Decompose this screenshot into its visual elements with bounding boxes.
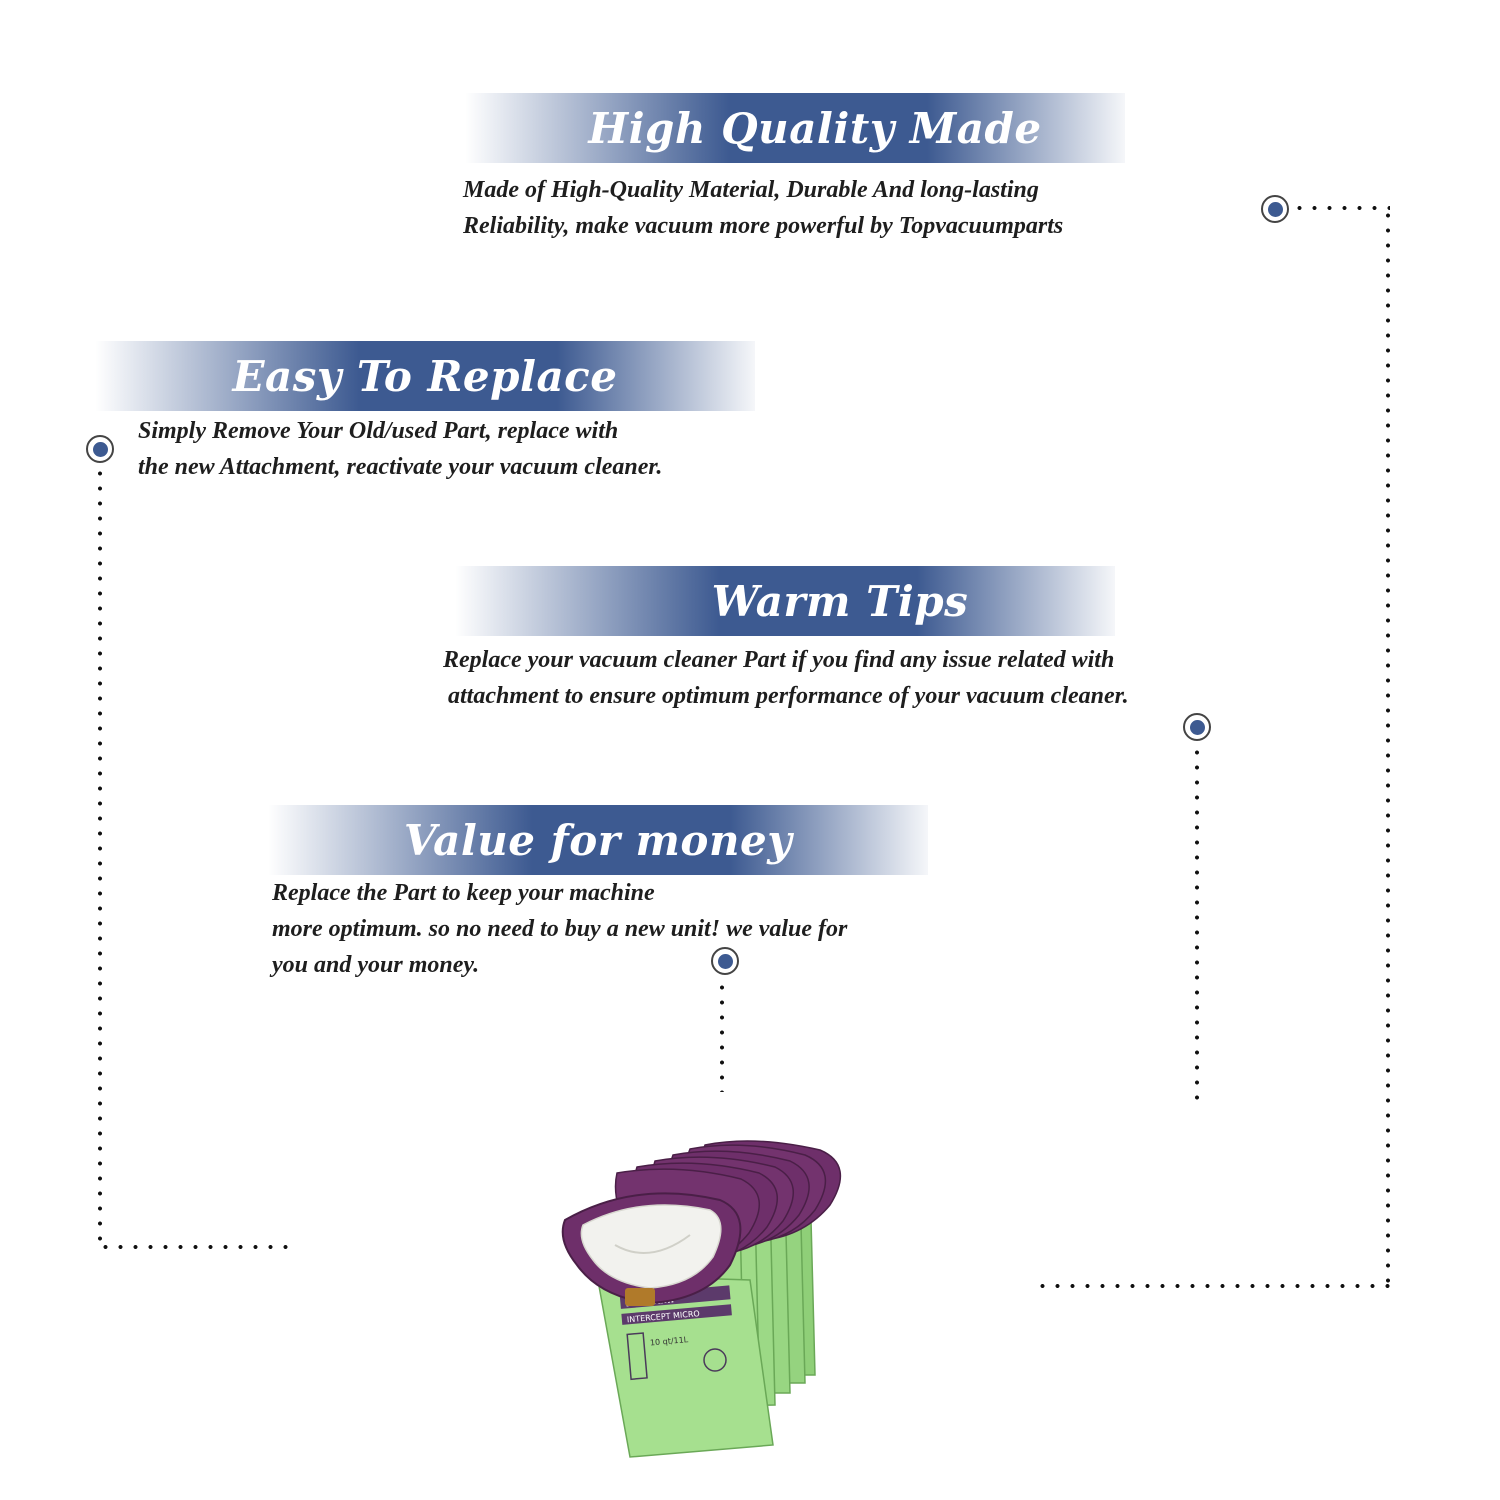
connector-node-icon	[86, 435, 114, 463]
connector-line	[1292, 206, 1390, 210]
connector-node-icon	[711, 947, 739, 975]
connector-node-icon	[1261, 195, 1289, 223]
feature-title: Warm Tips	[711, 576, 969, 626]
product-capacity: 10 qt/11L	[650, 1335, 689, 1347]
feature-banner-value: Value for money	[268, 805, 928, 875]
feature-banner-high-quality: High Quality Made	[465, 93, 1125, 163]
connector-line	[98, 1245, 298, 1249]
feature-description: Replace your vacuum cleaner Part if you …	[443, 647, 1129, 709]
connector-node-icon	[1183, 713, 1211, 741]
vacuum-bag-stack-icon: ProTeam INTERCEPT MICRO 10 qt/11L	[561, 1140, 842, 1458]
feature-banner-easy-replace: Easy To Replace	[95, 341, 755, 411]
connector-line	[1195, 745, 1199, 1105]
connector-line	[720, 980, 724, 1092]
product-image: ProTeam INTERCEPT MICRO 10 qt/11L	[555, 1125, 875, 1470]
connector-line	[1386, 208, 1390, 1293]
feature-description: Simply Remove Your Old/used Part, replac…	[138, 418, 663, 480]
feature-description: Replace the Part to keep your machine mo…	[272, 880, 848, 978]
feature-title: Value for money	[403, 815, 793, 865]
feature-description: Made of High-Quality Material, Durable A…	[463, 177, 1064, 239]
connector-line	[1035, 1284, 1390, 1288]
connector-line	[98, 466, 102, 1250]
feature-title: High Quality Made	[588, 103, 1042, 153]
feature-banner-warm-tips: Warm Tips	[455, 566, 1115, 636]
feature-title: Easy To Replace	[232, 351, 618, 401]
